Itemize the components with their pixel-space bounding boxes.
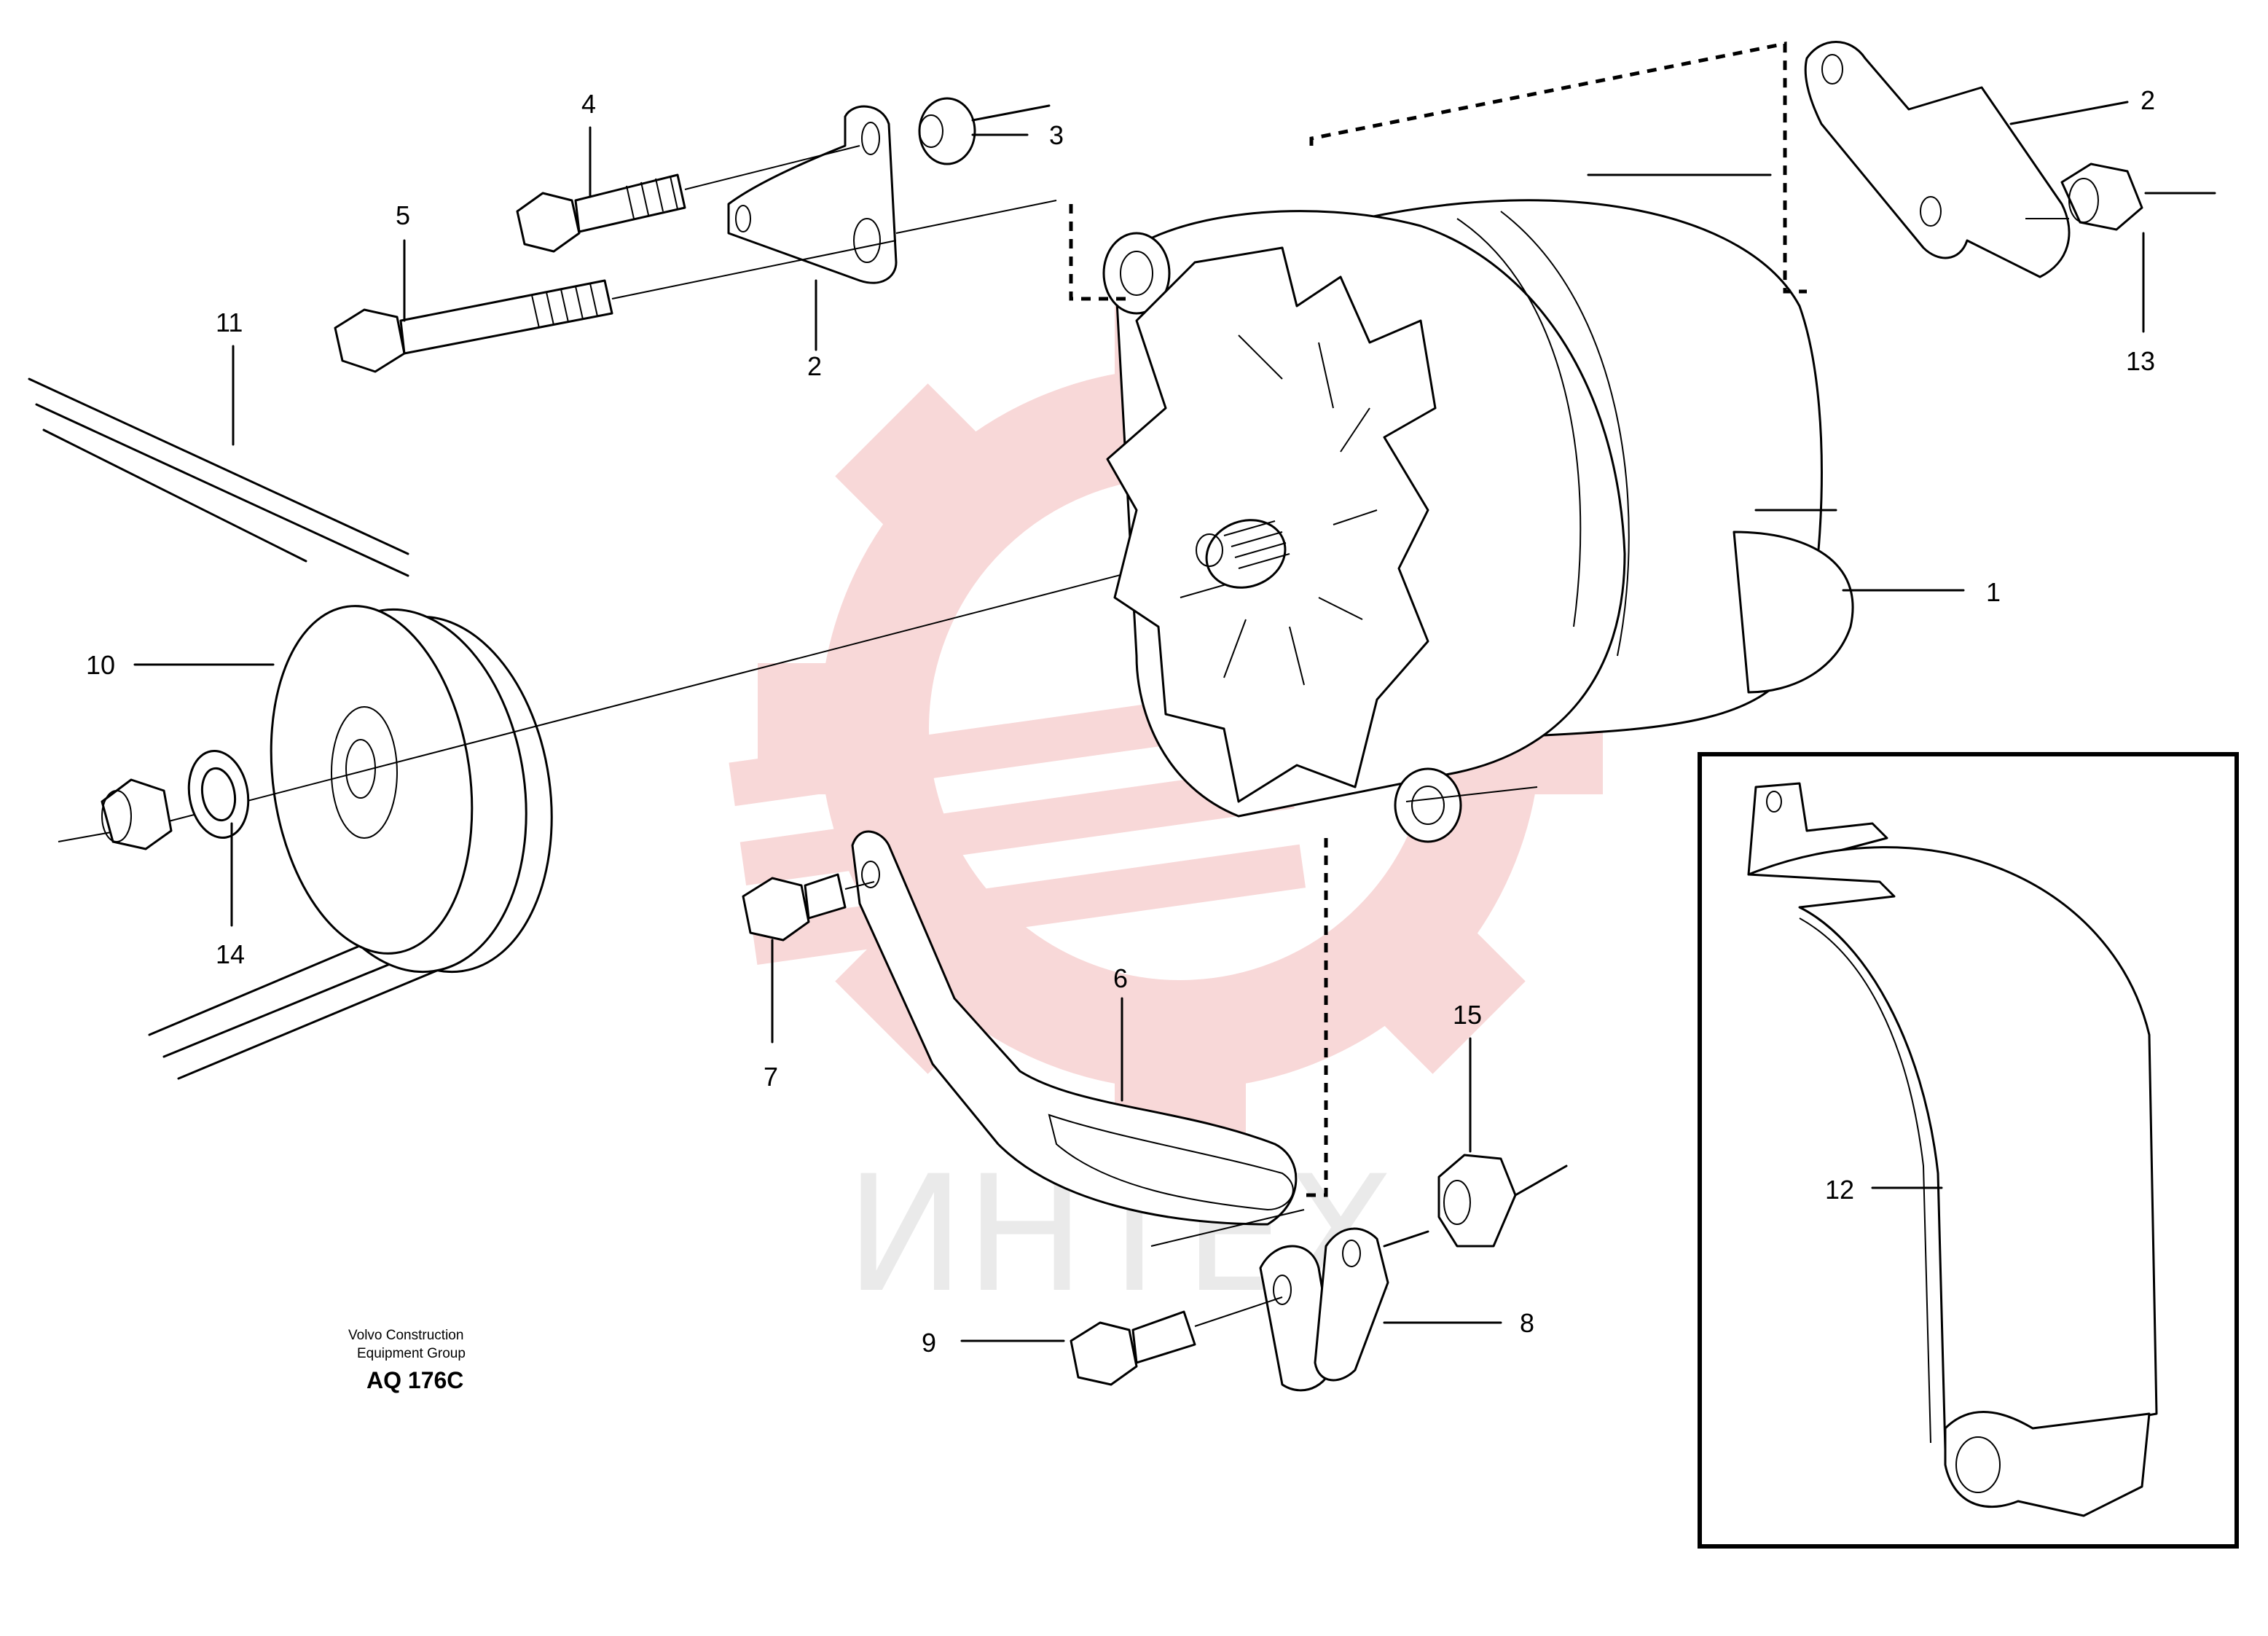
callout-14: 14: [216, 939, 245, 969]
pivot-line-right: [1405, 786, 1538, 802]
assembly-dash-2: [1309, 41, 1807, 294]
caption-company-line2: Equipment Group: [357, 1346, 466, 1361]
callout-7: 7: [764, 1062, 778, 1092]
pulley: [270, 605, 553, 974]
bolt-short: [516, 145, 860, 253]
caption-company-line1: Volvo Construction: [348, 1328, 463, 1343]
leader-lines: [133, 101, 2145, 1342]
adjustment-link: [851, 830, 1298, 1226]
nut-upper-right: [2060, 163, 2216, 231]
assembly-dash-3: [1304, 838, 1328, 1197]
callout-2a: 2: [807, 351, 822, 381]
callout-12: 12: [1825, 1175, 1854, 1205]
bolt-link: [742, 873, 875, 942]
callout-11: 11: [216, 308, 243, 337]
assembly-dash-1: [1069, 204, 1129, 301]
pulley-nut: [101, 778, 173, 850]
callout-3: 3: [1049, 120, 1064, 150]
inset-panel: [1698, 752, 2239, 1549]
pivot-line: [1150, 1209, 1305, 1247]
leader-2b: [2009, 101, 2129, 125]
bolt-lower: [1070, 1296, 1283, 1386]
callout-8: 8: [1520, 1308, 1534, 1338]
callout-13: 13: [2126, 346, 2155, 376]
callout-labels: 1 2 2 3 4 5 6 7 8 9 10 11 12 13 14 15: [86, 85, 2155, 1358]
alternator-fan: [1106, 246, 1437, 803]
spacer: [918, 97, 1051, 165]
bracket-upper-left: [727, 105, 898, 284]
callout-1: 1: [1986, 577, 2001, 607]
callout-9: 9: [922, 1328, 936, 1358]
bracket-upper-right: [1804, 41, 2071, 278]
belt-guard: [1747, 782, 2158, 1517]
bracket-lower: [1259, 1227, 1429, 1392]
callout-2b: 2: [2141, 85, 2155, 115]
nut-lower: [1437, 1154, 1568, 1248]
callout-10: 10: [86, 650, 115, 680]
bolt-long: [334, 200, 1057, 373]
callout-15: 15: [1453, 1000, 1482, 1030]
callout-4: 4: [581, 89, 596, 119]
callout-6: 6: [1113, 963, 1128, 993]
v-belt: [28, 377, 511, 1080]
washer: [187, 750, 250, 839]
caption-drawing-code: AQ 176C: [366, 1367, 463, 1393]
shaft-axis-line: [160, 553, 1203, 824]
caption: Volvo Construction Equipment Group AQ 17…: [348, 1328, 466, 1393]
callout-5: 5: [396, 200, 410, 230]
